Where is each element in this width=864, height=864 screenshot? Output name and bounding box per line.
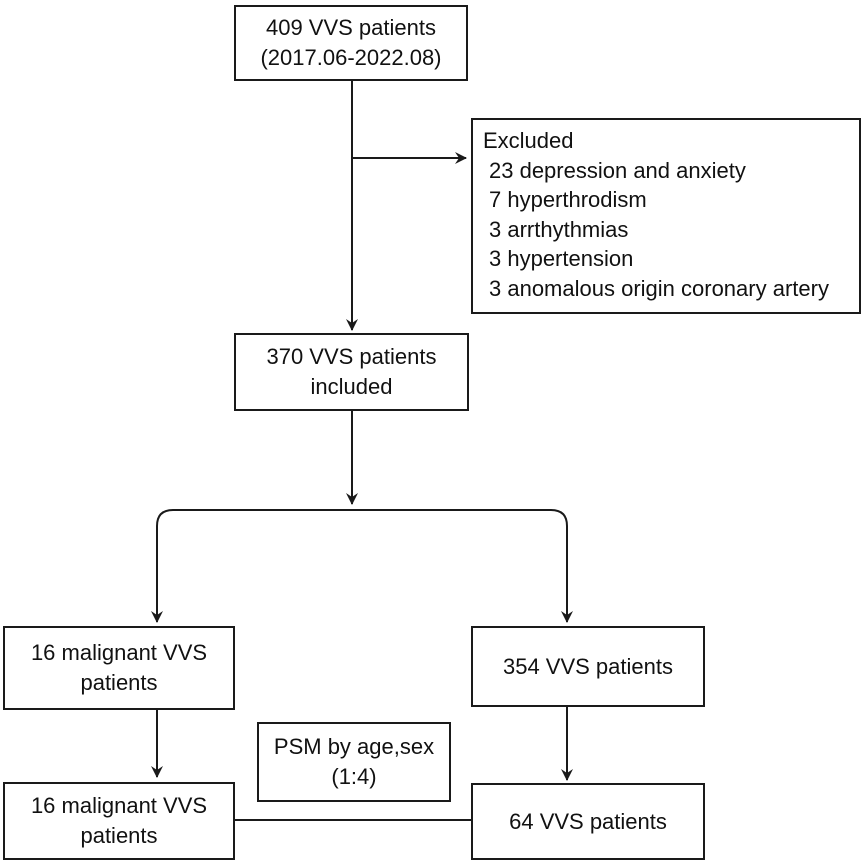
psm-line-2: (1:4)	[331, 764, 377, 789]
box-other-patients: 354 VVS patients	[471, 626, 705, 707]
box-other-line-1: 354 VVS patients	[502, 653, 673, 679]
psm-line-1: PSM by age,sex	[273, 734, 435, 759]
box-included-line-1: 370 VVS patients	[266, 344, 437, 369]
box-included-patients: 370 VVS patients included	[234, 333, 469, 411]
excluded-item: 7 hyperthrodism	[489, 187, 647, 212]
box-other-matched: 64 VVS patients	[471, 783, 705, 860]
box-initial-line-2: (2017.06-2022.08)	[260, 45, 442, 70]
box-malignant-matched-line-1: 16 malignant VVS	[30, 793, 208, 818]
box-malignant-matched: 16 malignant VVS patients	[3, 782, 235, 860]
box-initial-line-1: 409 VVS patients	[265, 15, 436, 40]
excluded-title: Excluded	[483, 128, 574, 153]
box-malignant-matched-line-2: patients	[80, 823, 158, 848]
excluded-item: 23 depression and anxiety	[489, 157, 746, 183]
box-excluded: Excluded 23 depression and anxiety 7 hyp…	[471, 118, 861, 314]
box-initial-patients: 409 VVS patients (2017.06-2022.08)	[234, 5, 468, 81]
excluded-item: 3 anomalous origin coronary artery	[489, 275, 829, 301]
split-connector	[156, 509, 573, 623]
box-malignant-line-1: 16 malignant VVS	[30, 640, 208, 665]
excluded-item: 3 arrthythmias	[489, 216, 629, 242]
box-psm-note: PSM by age,sex (1:4)	[257, 722, 451, 802]
excluded-item: 3 hypertension	[489, 246, 634, 271]
box-malignant-patients: 16 malignant VVS patients	[3, 626, 235, 710]
box-malignant-line-2: patients	[80, 670, 158, 695]
box-included-line-2: included	[310, 374, 393, 399]
box-other-matched-line-1: 64 VVS patients	[509, 808, 667, 834]
